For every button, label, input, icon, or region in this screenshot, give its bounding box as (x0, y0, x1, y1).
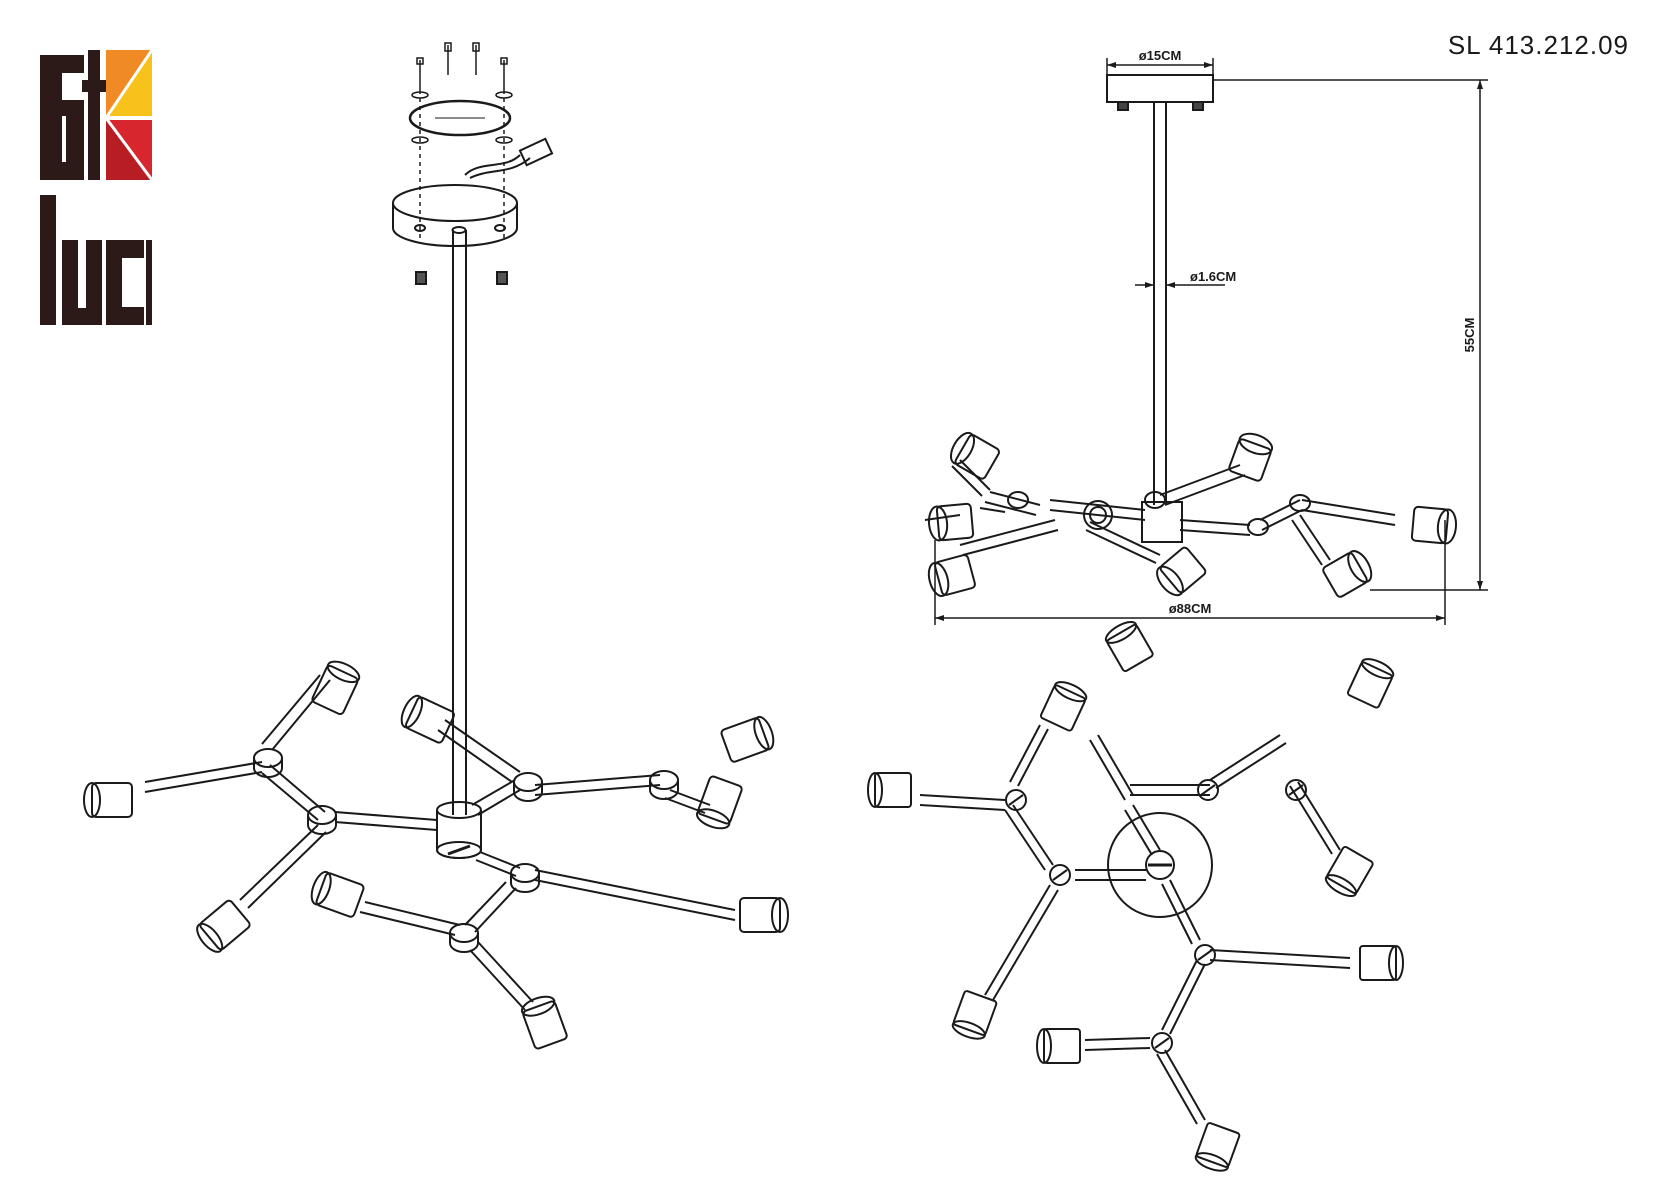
lamp-holders (83, 660, 789, 1050)
plan-joints (1005, 779, 1307, 1054)
model-number: SL 413.212.09 (1447, 30, 1629, 60)
central-hub (436, 801, 482, 859)
arms (144, 674, 736, 1011)
mounting-bracket (408, 99, 512, 137)
rod-side (1153, 102, 1167, 505)
st-luce-logo (40, 49, 154, 325)
height-label: 55CM (1462, 318, 1477, 353)
dimension-lines (934, 58, 1488, 625)
canopy-plan (1107, 812, 1213, 918)
canopy (392, 184, 518, 247)
joints (253, 748, 679, 953)
canopy-diameter-label: ø15CM (1139, 48, 1182, 63)
assembly-view (83, 42, 789, 1050)
rod-diameter-label: ø1.6CM (1190, 269, 1236, 284)
canopy-side (1106, 74, 1214, 103)
wire-connector (464, 154, 531, 179)
side-elevation-view (924, 58, 1488, 625)
mounting-screws (411, 42, 513, 240)
total-diameter-label: ø88CM (1169, 601, 1212, 616)
top-plan-view (867, 620, 1404, 1172)
